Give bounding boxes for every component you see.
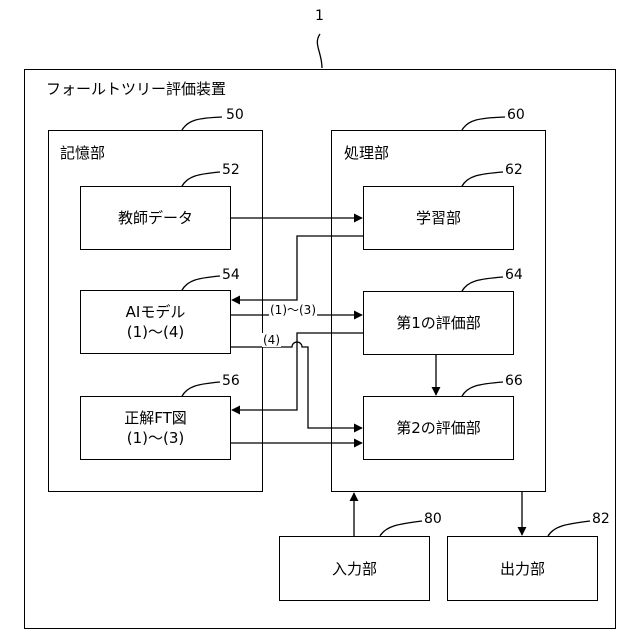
ai-model-range: (1)〜(4) <box>127 322 185 342</box>
input-label: 入力部 <box>332 559 377 579</box>
output-box: 出力部 <box>447 536 598 601</box>
correct-ft-box: 正解FT図 (1)〜(3) <box>80 396 231 460</box>
eval1-ref: 64 <box>505 267 523 283</box>
eval1-box: 第1の評価部 <box>363 291 514 355</box>
wire-label-models-1-3: (1)〜(3) <box>269 301 317 318</box>
ai-model-ref: 54 <box>222 267 240 283</box>
correct-ft-ref: 56 <box>222 373 240 389</box>
eval2-label: 第2の評価部 <box>396 418 481 438</box>
leader-1 <box>317 34 322 68</box>
correct-ft-label: 正解FT図 <box>124 408 187 428</box>
teacher-data-ref: 52 <box>222 162 240 178</box>
device-title: フォールトツリー評価装置 <box>46 78 226 99</box>
wire-label-model-4: (4) <box>262 333 281 347</box>
input-box: 入力部 <box>279 536 430 601</box>
eval1-label: 第1の評価部 <box>396 313 481 333</box>
device-ref: 1 <box>315 8 324 24</box>
output-ref: 82 <box>592 511 610 527</box>
processing-ref: 60 <box>507 107 525 123</box>
ai-model-box: AIモデル (1)〜(4) <box>80 290 231 354</box>
storage-title: 記憶部 <box>60 142 105 163</box>
learning-label: 学習部 <box>416 208 461 228</box>
processing-title: 処理部 <box>344 142 389 163</box>
output-label: 出力部 <box>500 559 545 579</box>
ai-model-label: AIモデル <box>126 302 186 322</box>
learning-ref: 62 <box>505 162 523 178</box>
teacher-data-box: 教師データ <box>80 186 231 250</box>
eval2-box: 第2の評価部 <box>363 396 514 460</box>
teacher-data-label: 教師データ <box>118 208 193 228</box>
correct-ft-range: (1)〜(3) <box>127 428 185 448</box>
eval2-ref: 66 <box>505 373 523 389</box>
storage-ref: 50 <box>226 107 244 123</box>
learning-box: 学習部 <box>363 186 514 250</box>
input-ref: 80 <box>424 511 442 527</box>
